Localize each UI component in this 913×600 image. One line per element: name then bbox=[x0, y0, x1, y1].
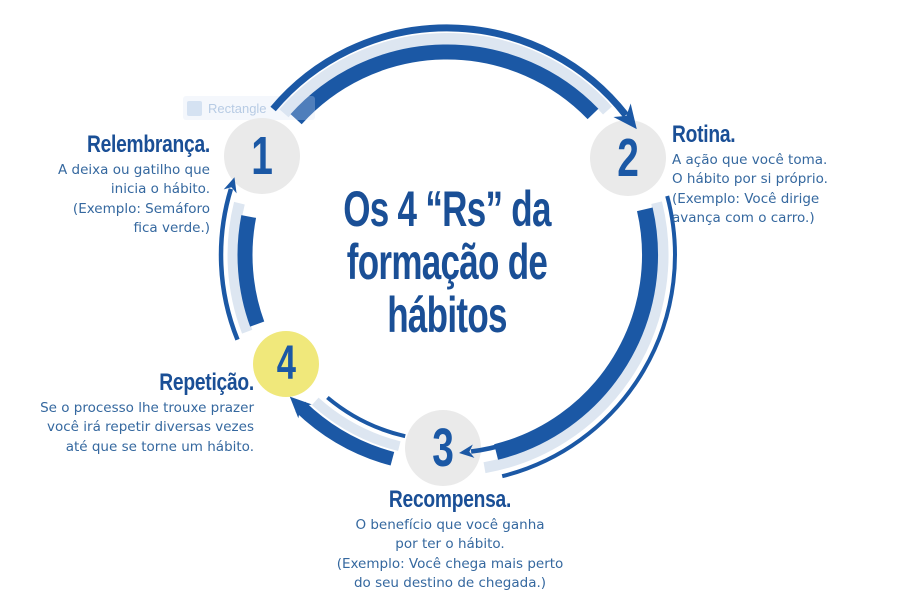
step-2-heading: Rotina. bbox=[672, 121, 736, 148]
arrow-bottom-to-step4 bbox=[289, 396, 395, 466]
editor-tooltip-label: Rectangle bbox=[208, 100, 267, 116]
arc-bottom-pale bbox=[311, 397, 401, 452]
step-2-badge: 2 bbox=[590, 120, 666, 196]
arc-left-pale bbox=[227, 201, 253, 334]
step-2-text: Rotina. A ação que você toma. O hábito p… bbox=[672, 121, 912, 229]
arc-top-pale bbox=[279, 33, 612, 118]
step-3-number: 3 bbox=[432, 418, 454, 478]
step-4-badge: 4 bbox=[253, 331, 319, 397]
step-4-heading: Repetição. bbox=[159, 369, 254, 396]
arc-top-dark bbox=[290, 44, 599, 125]
step-2-number: 2 bbox=[617, 128, 639, 188]
step-1-badge: 1 bbox=[224, 118, 300, 194]
step-1-text: Relembrança. A deixa ou gatilho que inic… bbox=[8, 131, 210, 239]
arc-right-outline bbox=[501, 195, 677, 479]
step-1-number: 1 bbox=[251, 126, 273, 186]
step-4-number: 4 bbox=[276, 337, 296, 390]
step-4-body: Se o processo lhe trouxe prazer você irá… bbox=[40, 399, 254, 455]
arrow-left-to-step1 bbox=[218, 177, 240, 341]
editor-tooltip: Rectangle bbox=[183, 96, 315, 120]
arc-right-pale bbox=[483, 201, 669, 474]
arrow-right-to-step3 bbox=[459, 441, 509, 458]
step-4-text: Repetição. Se o processo lhe trouxe praz… bbox=[18, 369, 254, 457]
step-3-heading: Recompensa. bbox=[388, 486, 512, 513]
arc-left-dark bbox=[237, 215, 265, 327]
step-3-text: Recompensa. O benefício que você ganha p… bbox=[295, 486, 605, 594]
step-2-body: A ação que você toma. O hábito por si pr… bbox=[672, 151, 828, 227]
step-3-body: O benefício que você ganha por ter o háb… bbox=[336, 516, 564, 592]
diagram-title: Os 4 “Rs” da formação de hábitos bbox=[343, 181, 551, 343]
arc-bottom-outline bbox=[326, 395, 406, 439]
step-1-heading: Relembrança. bbox=[86, 131, 210, 158]
arc-right-dark bbox=[494, 207, 659, 460]
rectangle-tool-icon bbox=[187, 100, 202, 116]
step-1-body: A deixa ou gatilho que inicia o hábito. … bbox=[58, 161, 210, 237]
arrow-top-to-step2 bbox=[270, 24, 637, 130]
